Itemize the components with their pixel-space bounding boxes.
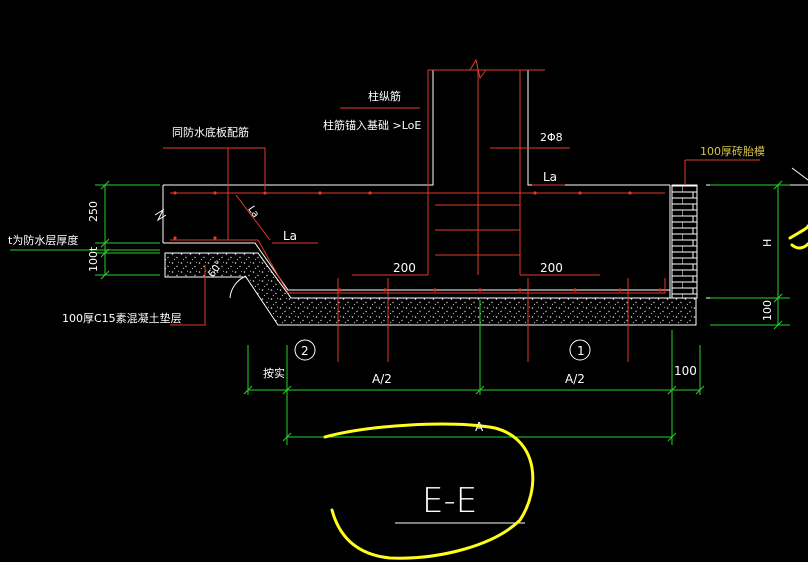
label-brick-wall: 100厚砖胎模 bbox=[700, 144, 765, 158]
label-100-right: 100 bbox=[761, 300, 774, 321]
grid-1-label: 1 bbox=[577, 344, 585, 358]
label-250: 250 bbox=[87, 201, 100, 222]
label-200-right: 200 bbox=[540, 261, 563, 275]
label-a-half-right: A/2 bbox=[565, 372, 585, 386]
rebar-lines bbox=[163, 69, 760, 362]
label-la-mid: La bbox=[283, 229, 297, 243]
label-100-left: 100 bbox=[87, 251, 100, 272]
brick-wall bbox=[671, 184, 698, 299]
highlight-marks bbox=[323, 224, 808, 560]
label-a-half-left: A/2 bbox=[372, 372, 392, 386]
label-100-bottom: 100 bbox=[674, 364, 697, 378]
label-200-left: 200 bbox=[393, 261, 416, 275]
label-la-top: La bbox=[543, 170, 557, 184]
label-la-diag: La bbox=[245, 204, 261, 220]
label-column-rebar: 柱纵筋 bbox=[368, 89, 401, 103]
label-slope: 按实 bbox=[263, 366, 285, 380]
label-h: H bbox=[761, 239, 774, 247]
grid-markers bbox=[294, 339, 591, 361]
label-column-anchor: 柱筋锚入基础 >LoE bbox=[323, 118, 421, 132]
label-t: t bbox=[87, 246, 100, 251]
concrete-cushion bbox=[164, 252, 697, 326]
grid-2-label: 2 bbox=[301, 344, 309, 358]
section-title: E-E bbox=[422, 481, 477, 521]
label-a: A bbox=[475, 420, 484, 434]
angle-arc bbox=[229, 275, 247, 299]
label-waterproof-rebar: 同防水底板配筋 bbox=[172, 125, 249, 139]
rebar-dots bbox=[173, 191, 662, 292]
dimension-lines bbox=[10, 58, 790, 445]
label-waterproof-thickness: t为防水层厚度 bbox=[8, 233, 78, 247]
label-2phi8: 2Φ8 bbox=[540, 131, 563, 144]
label-cushion: 100厚C15素混凝土垫层 bbox=[62, 311, 182, 325]
annotation-texts: 柱纵筋 柱筋锚入基础 >LoE 同防水底板配筋 2Φ8 La La La 200… bbox=[8, 89, 774, 521]
